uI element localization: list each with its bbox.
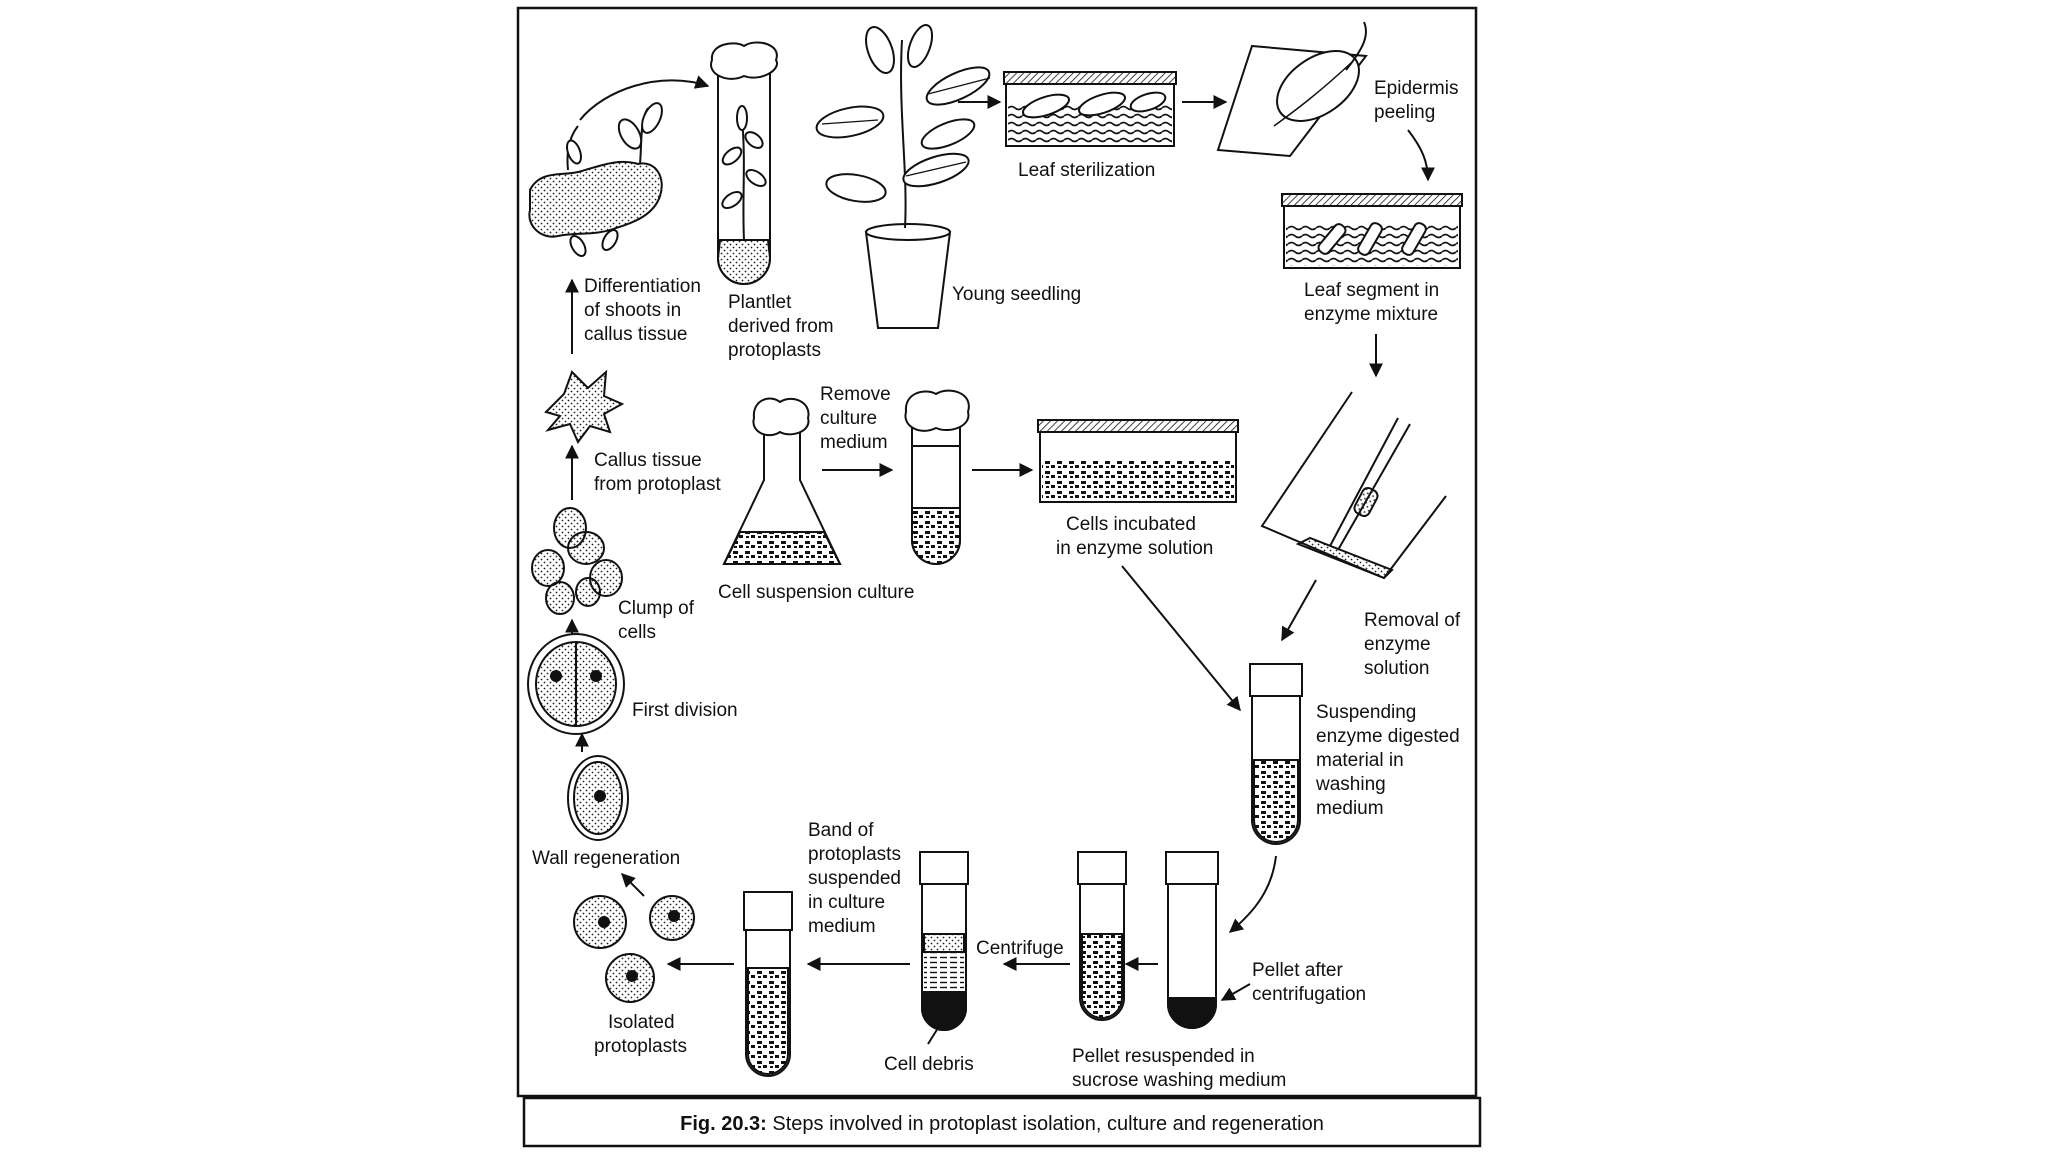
label-epidermis-peeling: Epidermis peeling <box>1374 78 1464 123</box>
label-removal-enzyme: Removal of enzyme solution <box>1364 610 1465 679</box>
epidermis-peeling-illustration <box>1216 21 1368 158</box>
label-callus-tissue: Callus tissue from protoplast <box>594 450 721 495</box>
band-protoplasts-tube <box>919 851 969 1031</box>
young-seedling-illustration <box>815 24 991 329</box>
label-cell-debris: Cell debris <box>884 1054 974 1075</box>
leaf-sterilization-dish <box>1003 71 1177 147</box>
first-division-cell <box>527 633 625 735</box>
label-plantlet: Plantlet derived from protoplasts <box>728 292 839 361</box>
figure-caption: Fig. 20.3: Steps involved in protoplast … <box>680 1113 1324 1135</box>
label-band-protoplasts: Band of protoplasts suspended in culture… <box>808 820 906 937</box>
label-centrifuge: Centrifuge <box>976 938 1064 959</box>
clump-of-cells <box>531 507 623 615</box>
label-first-division: First division <box>632 700 738 721</box>
resuspended-tube <box>1077 851 1127 1021</box>
plantlet-tube <box>710 41 778 285</box>
label-pellet-resuspended: Pellet resuspended in sucrose washing me… <box>1072 1046 1286 1091</box>
leaf-segment-dish <box>1281 193 1463 269</box>
label-clump-cells: Clump of cells <box>618 598 699 643</box>
label-young-seedling: Young seedling <box>952 284 1081 305</box>
label-cell-suspension: Cell suspension culture <box>718 582 914 603</box>
suspending-tube <box>1249 663 1303 845</box>
label-leaf-segment: Leaf segment in enzyme mixture <box>1304 280 1444 325</box>
callus-tissue-illustration <box>544 369 625 444</box>
label-cells-incubated: Cells incubated in enzyme solution <box>1056 514 1213 559</box>
outer-frame <box>516 6 1478 1098</box>
pellet-tube <box>1165 851 1219 1029</box>
isolated-protoplast-cells <box>573 895 695 1003</box>
isolated-protoplasts-tube <box>743 891 793 1077</box>
label-differentiation: Differentiation of shoots in callus tiss… <box>584 276 706 345</box>
label-remove-culture-medium: Remove culture medium <box>820 384 896 453</box>
label-leaf-sterilization: Leaf sterilization <box>1018 160 1155 181</box>
wall-regeneration-cell <box>567 755 629 841</box>
tube-cells-after-removal <box>904 389 970 565</box>
cell-suspension-flask <box>722 397 842 565</box>
label-wall-regeneration: Wall regeneration <box>532 848 680 869</box>
label-suspending: Suspending enzyme digested material in w… <box>1315 702 1465 819</box>
shoot-differentiation-callus <box>528 102 663 257</box>
cells-incubated-dish <box>1037 419 1239 503</box>
caption-box <box>522 1096 1482 1148</box>
label-pellet-after: Pellet after centrifugation <box>1252 960 1366 1005</box>
label-isolated-protoplasts: Isolated protoplasts <box>594 1012 687 1057</box>
enzyme-removal-pipette <box>1260 391 1447 580</box>
